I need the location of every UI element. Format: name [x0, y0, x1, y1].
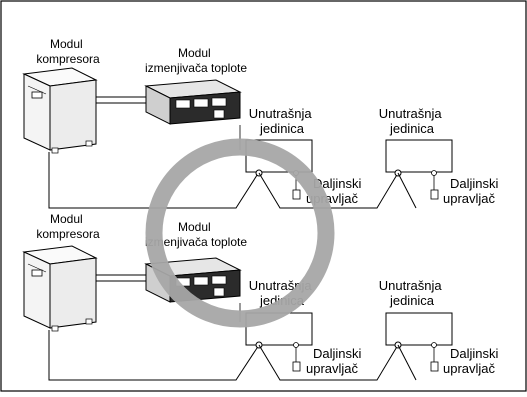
- remote-controller-1-label: Daljinski upravljač: [306, 346, 365, 376]
- compressor-label: Modul kompresora: [36, 212, 100, 241]
- main-pipe: [48, 152, 260, 209]
- compressor-module-icon: [22, 245, 98, 332]
- indoor-unit-2-label: Unutrašnja jedinica: [379, 106, 446, 136]
- remote-controller-1-icon: [292, 189, 301, 200]
- system-bottom: Modul kompresora Modul izmenjivača toplo…: [22, 212, 502, 381]
- remote-controller-2-label: Daljinski upravljač: [443, 176, 502, 206]
- indoor-unit-2-icon: [385, 312, 453, 346]
- remote-controller-2-label: Daljinski upravljač: [443, 346, 502, 376]
- indoor-unit-1-label: Unutrašnja jedinica: [249, 106, 316, 136]
- remote-controller-2-icon: [430, 361, 439, 372]
- compressor-module-icon: [22, 67, 98, 154]
- remote-controller-2-icon: [430, 189, 439, 200]
- highlight-ring-icon: [145, 138, 335, 328]
- indoor-unit-2-icon: [385, 139, 453, 173]
- remote-controller-1-icon: [292, 361, 301, 372]
- compressor-label: Modul kompresora: [36, 37, 100, 66]
- heat-exchanger-module-icon: [144, 79, 242, 125]
- indoor-unit-2-label: Unutrašnja jedinica: [379, 278, 446, 308]
- exchanger-label: Modul izmenjivača toplote: [145, 46, 247, 75]
- system-top: Modul kompresora Modul izmenjivača toplo…: [22, 37, 502, 209]
- exchanger-label: Modul izmenjivača toplote: [145, 220, 247, 249]
